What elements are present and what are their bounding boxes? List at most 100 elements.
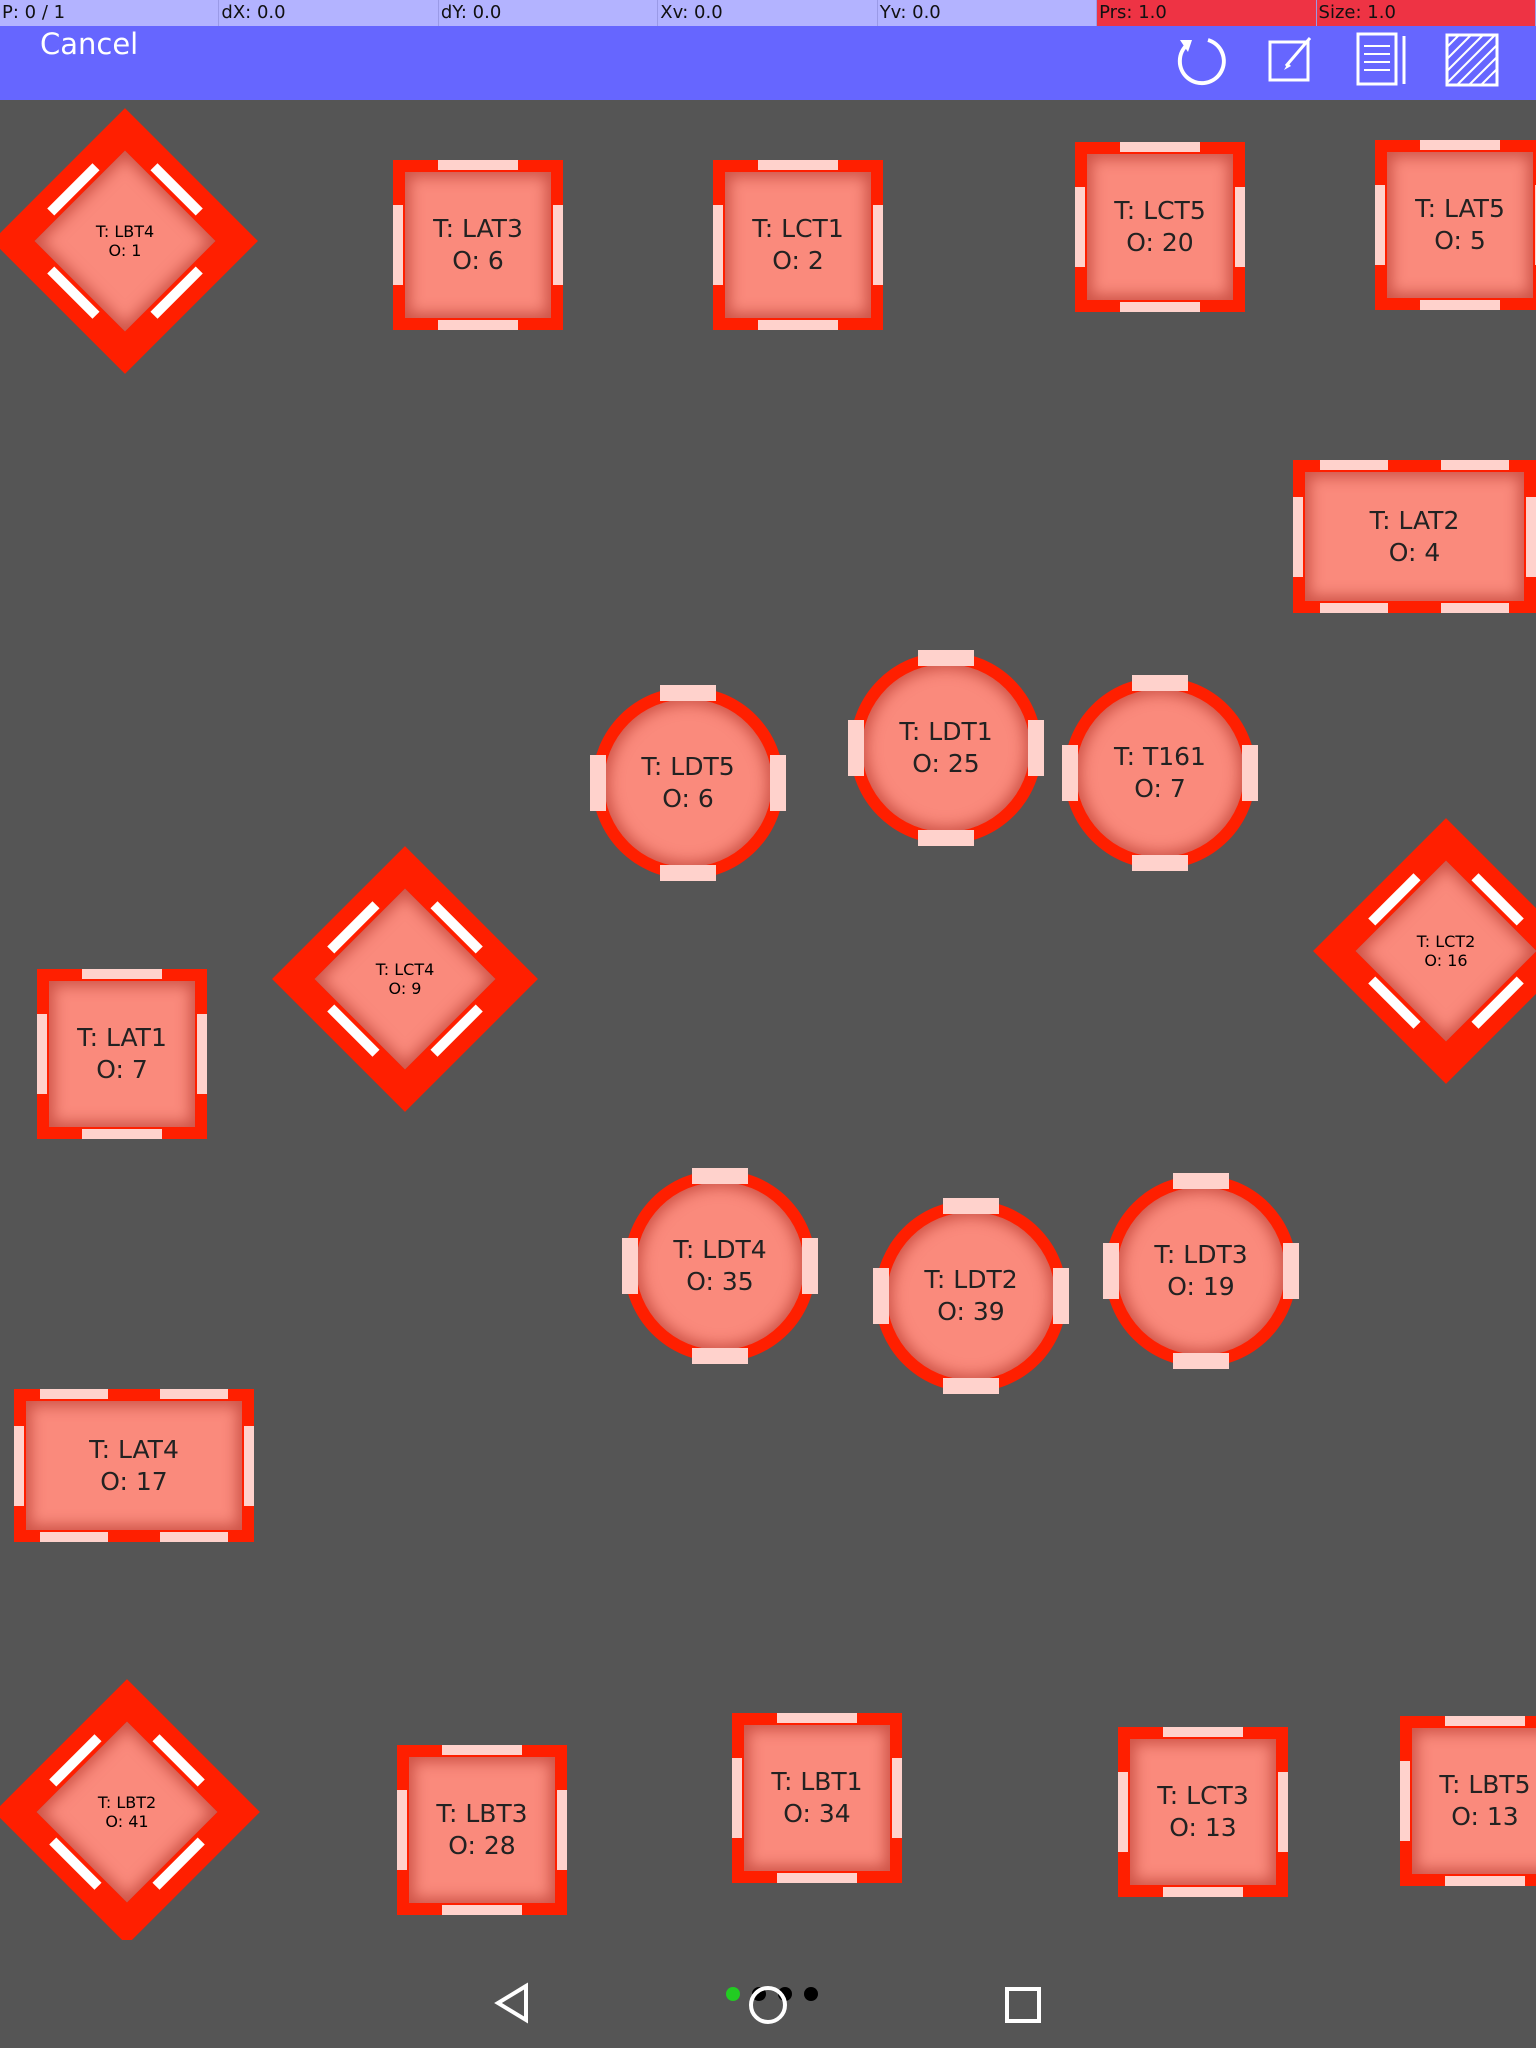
chair-marker — [692, 1168, 748, 1184]
chair-marker — [1375, 185, 1385, 265]
table-label: T: LBT1 — [771, 1767, 863, 1796]
order-count: O: 13 — [1451, 1802, 1519, 1831]
page-dot-4 — [804, 1987, 818, 2001]
debug-xv: Xv: 0.0 — [658, 0, 878, 26]
debug-pressure: Prs: 1.0 — [1097, 0, 1317, 26]
chair-marker — [1053, 1268, 1069, 1324]
debug-status-bar: P: 0 / 1 dX: 0.0 dY: 0.0 Xv: 0.0 Yv: 0.0… — [0, 0, 1536, 26]
debug-yv: Yv: 0.0 — [878, 0, 1098, 26]
chair-marker — [660, 865, 716, 881]
table-label: T: LBT5 — [1439, 1770, 1531, 1799]
chair-marker — [802, 1238, 818, 1294]
chair-marker — [160, 1532, 228, 1542]
cancel-button[interactable]: Cancel — [40, 27, 139, 61]
order-count: O: 17 — [100, 1466, 168, 1496]
chair-marker — [1420, 140, 1500, 150]
chair-marker — [1242, 745, 1258, 801]
chair-marker — [1235, 187, 1245, 267]
chair-marker — [1526, 496, 1536, 577]
chair-marker — [1445, 1876, 1525, 1886]
order-count: O: 39 — [937, 1297, 1005, 1326]
table-label: T: LAT4 — [89, 1434, 179, 1464]
chair-marker — [943, 1378, 999, 1394]
chair-marker — [1028, 720, 1044, 776]
chair-marker — [442, 1905, 522, 1915]
chair-marker — [770, 755, 786, 811]
order-count: O: 5 — [1434, 226, 1486, 255]
notes-icon[interactable] — [1352, 30, 1412, 90]
table-round[interactable]: T: LDT2 O: 39 — [873, 1198, 1069, 1394]
home-circle-icon[interactable] — [745, 1982, 791, 2032]
table-label: T: LCT4 — [375, 960, 435, 979]
table-square[interactable]: T: LBT5 O: 13 — [1400, 1716, 1536, 1886]
order-count: O: 28 — [448, 1831, 516, 1860]
chair-marker — [873, 205, 883, 285]
table-label: T: LDT2 — [924, 1265, 1018, 1294]
chair-marker — [732, 1758, 742, 1838]
table-label: T: LDT3 — [1154, 1240, 1248, 1269]
chair-marker — [1441, 460, 1510, 470]
chair-marker — [1062, 745, 1078, 801]
chair-marker — [438, 320, 518, 330]
table-surface: T: LBT3 O: 28 — [409, 1757, 555, 1903]
table-label: T: LDT4 — [673, 1235, 767, 1264]
debug-size: Size: 1.0 — [1316, 0, 1536, 26]
back-triangle-icon[interactable] — [490, 1980, 536, 2030]
chair-marker — [758, 320, 838, 330]
recents-square-icon[interactable] — [1002, 1984, 1044, 2030]
app-bar: Cancel — [0, 26, 1536, 100]
chair-marker — [82, 1129, 162, 1139]
chair-marker — [1118, 1772, 1128, 1852]
order-count: O: 1 — [108, 241, 142, 260]
order-count: O: 41 — [105, 1812, 149, 1831]
chair-marker — [777, 1873, 857, 1883]
table-surface: T: LDT2 O: 39 — [887, 1212, 1055, 1380]
chair-marker — [1278, 1772, 1288, 1852]
table-label: T: LCT5 — [1114, 196, 1206, 225]
edit-icon[interactable] — [1262, 30, 1322, 90]
table-square[interactable]: T: LBT3 O: 28 — [397, 1745, 567, 1915]
order-count: O: 4 — [1388, 537, 1441, 567]
debug-pointer: P: 0 / 1 — [0, 0, 220, 26]
chair-marker — [622, 1238, 638, 1294]
table-label: T: LBT4 — [95, 222, 155, 241]
refresh-icon[interactable] — [1170, 30, 1230, 90]
hatch-pattern-icon[interactable] — [1442, 30, 1502, 90]
table-label: T: LDT1 — [899, 717, 993, 746]
chair-marker — [1075, 187, 1085, 267]
chair-marker — [1120, 142, 1200, 152]
chair-marker — [918, 830, 974, 846]
table-label: T: LCT3 — [1157, 1781, 1249, 1810]
table-label: T: LBT3 — [436, 1799, 528, 1828]
chair-marker — [40, 1532, 108, 1542]
chair-marker — [943, 1198, 999, 1214]
chair-marker — [758, 160, 838, 170]
table-label: T: LAT2 — [1369, 505, 1460, 535]
